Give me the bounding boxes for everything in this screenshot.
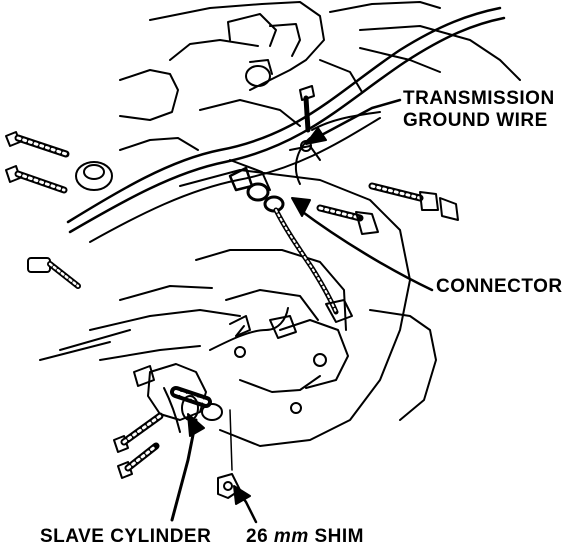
clutch-line bbox=[209, 307, 297, 358]
lower-left-bolts bbox=[113, 412, 164, 479]
arrow-connector bbox=[291, 197, 311, 217]
leader-ground-wire bbox=[314, 98, 402, 140]
bolt-lower-2 bbox=[117, 442, 160, 479]
leader-lines bbox=[170, 98, 434, 524]
bolt-mid-left bbox=[5, 165, 68, 194]
shim-unit: mm bbox=[273, 526, 309, 547]
connector-assembly bbox=[228, 166, 353, 323]
shim-value: 26 bbox=[246, 526, 269, 547]
leader-connector bbox=[298, 208, 434, 292]
transmission-ground-wire-label: TRANSMISSION GROUND WIRE bbox=[403, 88, 555, 132]
shim bbox=[217, 409, 241, 499]
bolt-upper-left bbox=[5, 131, 70, 158]
arrow-ground-wire bbox=[305, 127, 327, 145]
bolt-lower-1 bbox=[113, 412, 164, 453]
bolt-right-lower bbox=[316, 204, 379, 235]
bolt-right-upper bbox=[368, 182, 459, 221]
transmission-ground-wire bbox=[289, 111, 381, 185]
pin-lower-left bbox=[27, 257, 81, 289]
connector-label: CONNECTOR bbox=[436, 276, 563, 297]
shim-word: SHIM bbox=[314, 526, 364, 547]
right-bolts bbox=[299, 85, 459, 235]
arrow-shim bbox=[233, 485, 251, 505]
transmission-ground-wire-label-line2: GROUND WIRE bbox=[403, 110, 548, 131]
transmission-case bbox=[39, 169, 437, 447]
wire-harness bbox=[66, 6, 506, 243]
arrow-slave bbox=[187, 413, 205, 437]
slave-cylinder-label: SLAVE CYLINDER bbox=[40, 526, 212, 547]
bolt-top-center bbox=[299, 85, 315, 133]
transmission-ground-wire-label-line1: TRANSMISSION bbox=[403, 88, 555, 109]
left-bolts bbox=[5, 131, 81, 289]
shim-label: 26 mm SHIM bbox=[246, 526, 364, 548]
engine-block bbox=[75, 1, 521, 191]
